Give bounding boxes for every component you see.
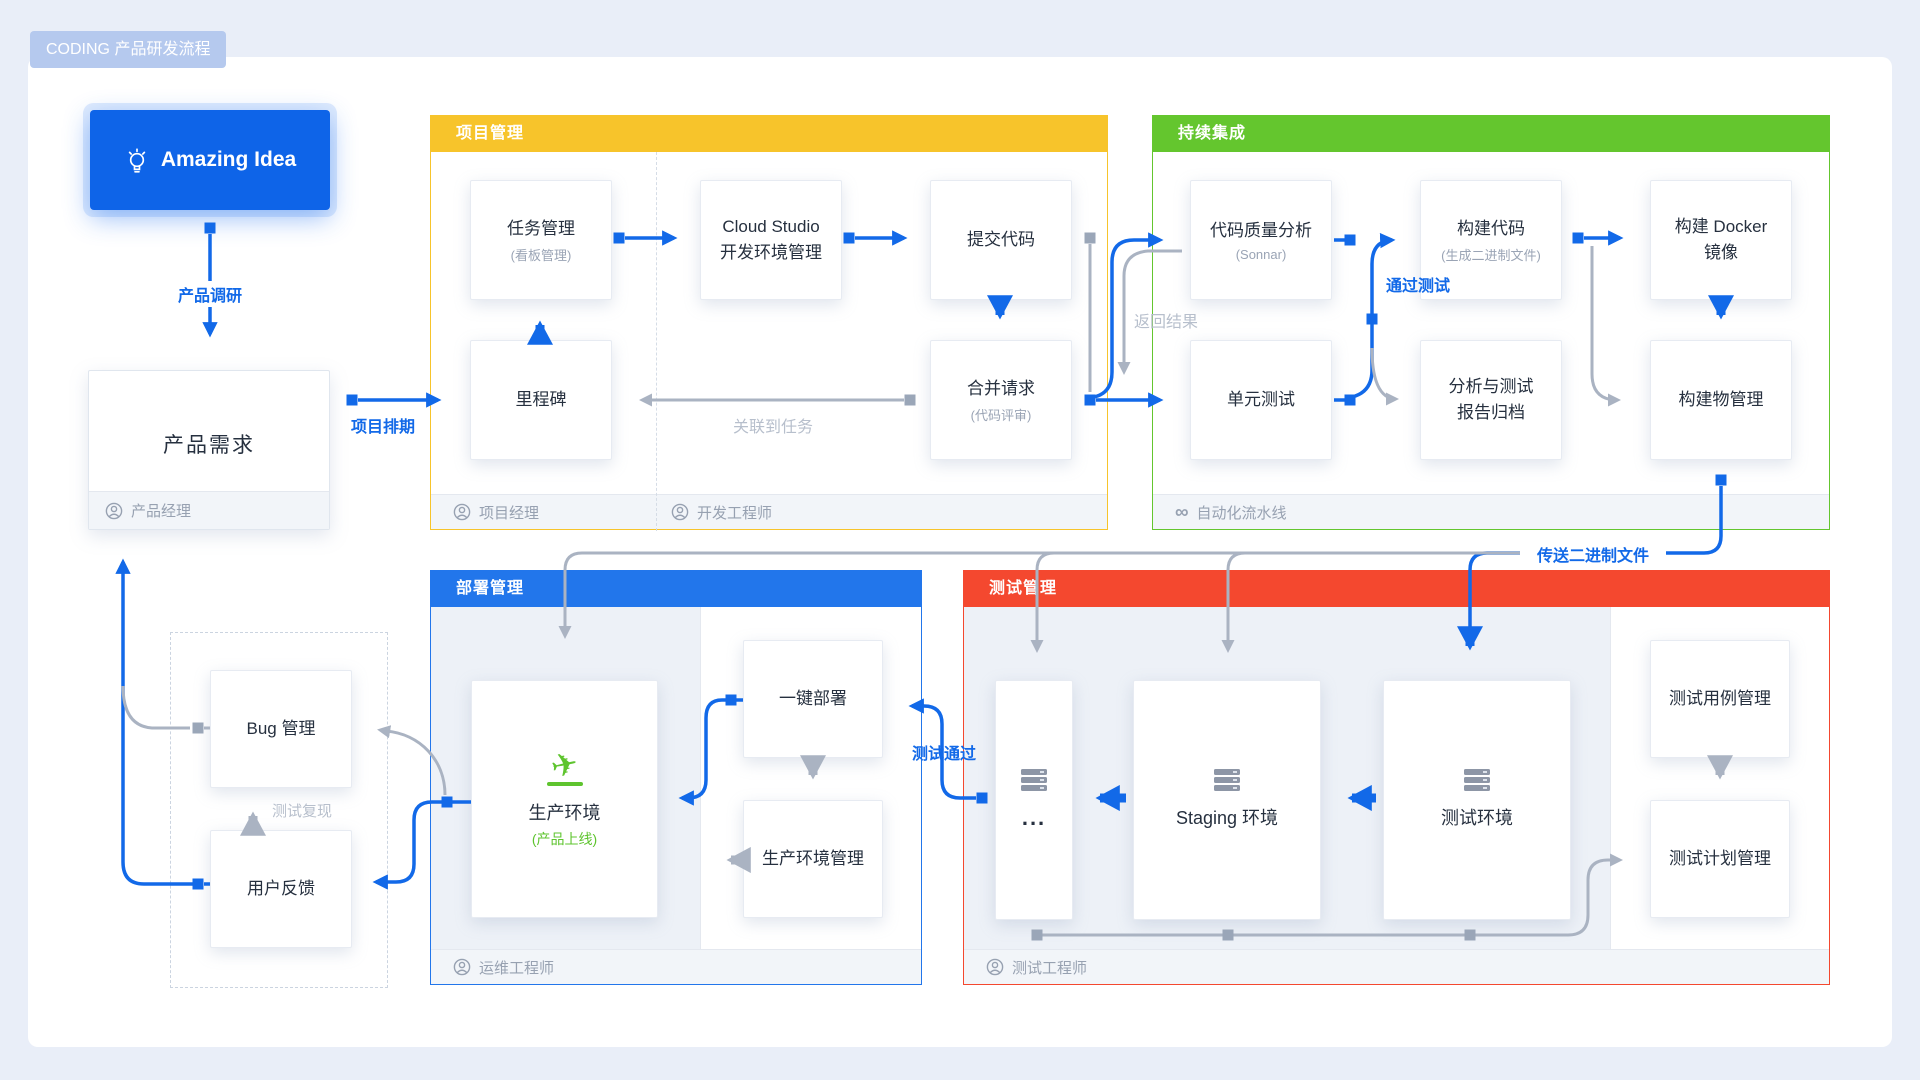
node-subtitle: (产品上线) xyxy=(531,830,598,847)
node-one-click-deploy: 一键部署 xyxy=(743,640,883,758)
req-role: 产品经理 xyxy=(131,503,192,520)
pm-role-2: 开发工程师 xyxy=(697,504,773,522)
node-bug-management: Bug 管理 xyxy=(210,670,352,788)
node-title: Bug 管理 xyxy=(246,719,316,738)
node-unit-test: 单元测试 xyxy=(1190,340,1332,460)
plane-icon: ✈ xyxy=(547,744,582,785)
person-icon xyxy=(986,958,1004,976)
node-title: 任务管理 xyxy=(507,219,575,238)
node-subtitle: (看板管理) xyxy=(510,248,572,263)
edge-label-return-result: 返回结果 xyxy=(1133,314,1198,331)
node-staging-env: Staging 环境 xyxy=(1133,680,1321,920)
person-icon xyxy=(453,958,471,976)
edge-label-pass-test: 通过测试 xyxy=(1385,278,1450,295)
section-test-footer: 测试工程师 xyxy=(964,949,1829,984)
node-title: 测试计划管理 xyxy=(1669,849,1771,868)
node-amazing-idea: Amazing Idea xyxy=(90,110,330,210)
node-title-line2: 开发环境管理 xyxy=(720,243,822,262)
section-deploy-header: 部署管理 xyxy=(431,571,921,607)
node-user-feedback: 用户反馈 xyxy=(210,830,352,948)
person-icon xyxy=(453,503,471,521)
node-cloud-studio: Cloud Studio 开发环境管理 xyxy=(700,180,842,300)
pm-divider xyxy=(656,152,657,531)
section-ci-footer: ∞ 自动化流水线 xyxy=(1153,494,1829,529)
node-test-plan-management: 测试计划管理 xyxy=(1650,800,1790,918)
node-title: 测试环境 xyxy=(1441,808,1513,828)
node-test-case-management: 测试用例管理 xyxy=(1650,640,1790,758)
node-title: 构建代码 xyxy=(1457,219,1525,238)
node-title: Cloud Studio xyxy=(722,217,820,236)
node-analysis-report: 分析与测试 报告归档 xyxy=(1420,340,1562,460)
person-icon xyxy=(671,503,689,521)
edge-label-test-reproduce: 测试复现 xyxy=(272,803,333,820)
infinity-icon: ∞ xyxy=(1175,501,1189,523)
node-subtitle: (生成二进制文件) xyxy=(1441,248,1541,263)
req-footer: 产品经理 xyxy=(89,491,329,529)
node-code-quality: 代码质量分析 (Sonnar) xyxy=(1190,180,1332,300)
node-production-env: ✈ 生产环境 (产品上线) xyxy=(471,680,658,918)
node-milestone: 里程碑 xyxy=(470,340,612,460)
node-title: 合并请求 xyxy=(967,379,1035,398)
node-title-line2: 镜像 xyxy=(1704,243,1738,262)
edge-label-schedule: 项目排期 xyxy=(350,419,415,436)
node-title: 用户反馈 xyxy=(247,879,315,898)
server-icon xyxy=(1214,769,1240,791)
node-test-env: 测试环境 xyxy=(1383,680,1571,920)
node-title: 构建物管理 xyxy=(1678,390,1764,409)
node-title: 生产环境管理 xyxy=(762,849,864,868)
section-deploy-footer: 运维工程师 xyxy=(431,949,921,984)
plane-underline xyxy=(546,781,583,786)
lightbulb-icon xyxy=(124,146,150,174)
node-title: ... xyxy=(1021,805,1047,830)
node-subtitle: (代码评审) xyxy=(970,408,1032,423)
section-pm-header: 项目管理 xyxy=(431,116,1107,152)
section-test-header: 测试管理 xyxy=(964,571,1829,607)
node-title-line2: 报告归档 xyxy=(1457,403,1525,422)
test-role: 测试工程师 xyxy=(1012,959,1088,977)
node-title: Staging 环境 xyxy=(1175,808,1279,828)
node-title: 单元测试 xyxy=(1227,390,1295,409)
node-merge-request: 合并请求 (代码评审) xyxy=(930,340,1072,460)
server-icon xyxy=(1021,769,1047,791)
node-title: 分析与测试 xyxy=(1448,377,1534,396)
node-title: 提交代码 xyxy=(967,230,1035,249)
edge-label-transfer-binary: 传送二进制文件 xyxy=(1520,541,1666,567)
node-subtitle: (Sonnar) xyxy=(1235,247,1287,262)
title-badge: CODING 产品研发流程 xyxy=(30,31,227,68)
node-build-docker: 构建 Docker 镜像 xyxy=(1650,180,1792,300)
deploy-role: 运维工程师 xyxy=(479,959,555,977)
person-icon xyxy=(105,502,123,520)
edge-label-product-research: 产品调研 xyxy=(156,281,264,307)
node-title: 测试用例管理 xyxy=(1669,689,1771,708)
edge-label-test-pass: 测试通过 xyxy=(911,746,976,763)
node-title: 里程碑 xyxy=(515,390,567,409)
section-project-management: 项目管理 项目经理 开发工程师 xyxy=(430,115,1108,531)
node-title: 构建 Docker xyxy=(1674,217,1768,236)
node-title: 一键部署 xyxy=(779,689,847,708)
ci-role: 自动化流水线 xyxy=(1196,504,1287,522)
node-env-more: ... xyxy=(995,680,1073,920)
section-ci-header: 持续集成 xyxy=(1153,116,1829,152)
node-build-code: 构建代码 (生成二进制文件) xyxy=(1420,180,1562,300)
node-commit-code: 提交代码 xyxy=(930,180,1072,300)
node-prod-env-management: 生产环境管理 xyxy=(743,800,883,918)
req-title: 产品需求 xyxy=(163,434,255,457)
node-product-requirement: 产品需求 产品经理 xyxy=(88,370,330,530)
server-icon xyxy=(1464,769,1490,791)
node-title: 生产环境 xyxy=(528,802,601,823)
node-task-management: 任务管理 (看板管理) xyxy=(470,180,612,300)
section-continuous-integration: 持续集成 ∞ 自动化流水线 xyxy=(1152,115,1830,530)
node-title: 代码质量分析 xyxy=(1210,221,1312,240)
idea-label: Amazing Idea xyxy=(160,148,297,171)
edge-label-link-task: 关联到任务 xyxy=(732,419,813,436)
pm-role-1: 项目经理 xyxy=(479,504,540,522)
section-pm-footer: 项目经理 开发工程师 xyxy=(431,494,1107,529)
node-artifact-management: 构建物管理 xyxy=(1650,340,1792,460)
